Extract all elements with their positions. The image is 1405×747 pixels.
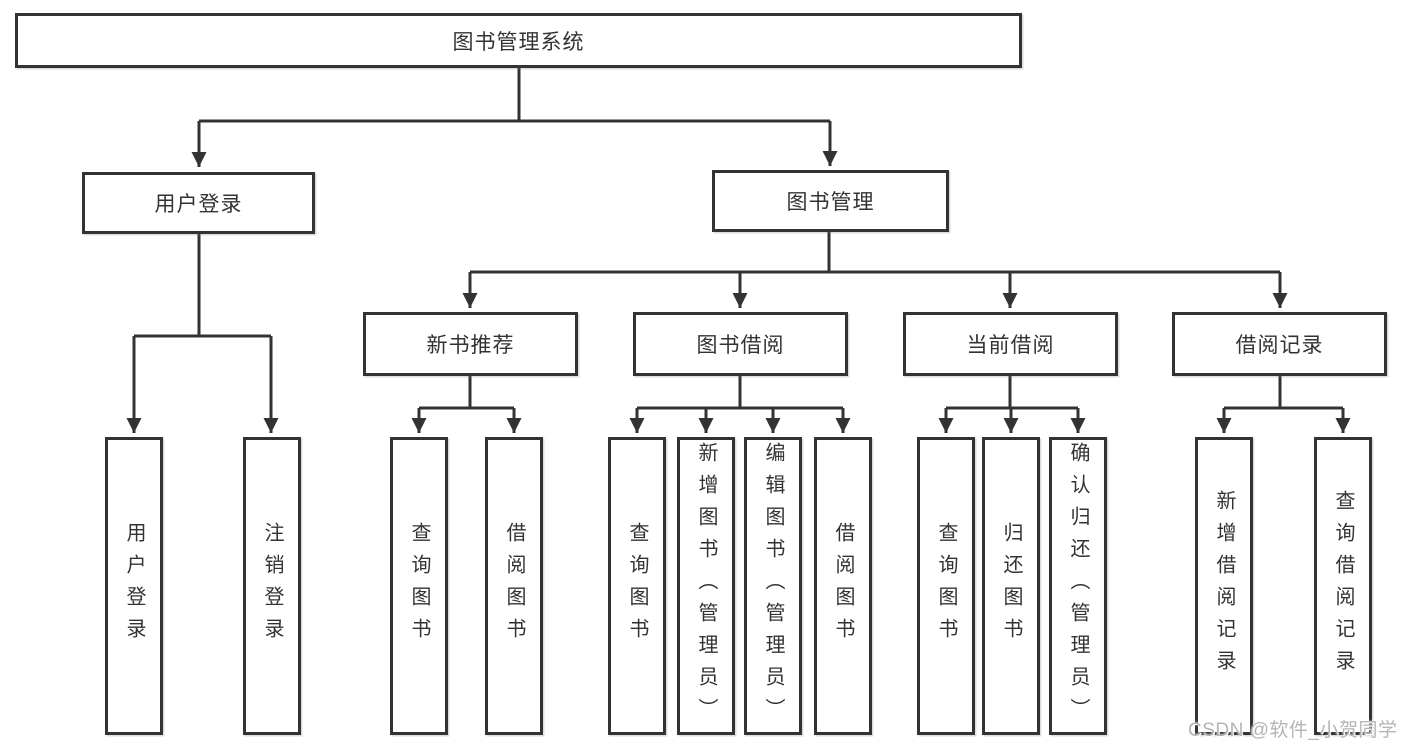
leaf-user-login: 用户登录 [105,437,163,735]
node-borrow-records: 借阅记录 [1172,312,1387,376]
node-current-borrow: 当前借阅 [903,312,1118,376]
connector-root-to-level1 [191,68,838,167]
leaf-label: 确认归还（管理员） [1067,442,1089,730]
node-label: 新书推荐 [426,334,515,357]
node-book-management: 图书管理 [712,170,949,232]
node-label: 图书管理系统 [452,30,585,54]
leaf-logout: 注销登录 [243,437,301,735]
leaf-label: 编辑图书（管理员） [762,442,784,730]
leaf-query-borrow-record: 查询借阅记录 [1314,437,1372,735]
leaf-label: 查询图书 [408,522,430,650]
leaf-label: 注销登录 [261,522,283,650]
node-label: 图书管理 [786,191,875,214]
leaf-borrow-books: 借阅图书 [814,437,872,735]
leaf-query-books-recommend: 查询图书 [390,437,448,735]
connector-borrow-records-children [1216,376,1351,433]
csdn-watermark: CSDN @软件_小贺同学 [1188,720,1398,741]
leaf-label: 查询图书 [935,522,957,650]
leaf-label: 查询借阅记录 [1332,490,1354,682]
node-label: 用户登录 [154,193,243,216]
leaf-borrow-books-recommend: 借阅图书 [485,437,543,735]
leaf-return-books: 归还图书 [982,437,1040,735]
leaf-edit-books-admin: 编辑图书（管理员） [744,437,802,735]
leaf-label: 借阅图书 [503,522,525,650]
connector-current-borrow-children [938,376,1086,433]
leaf-add-borrow-record: 新增借阅记录 [1195,437,1253,735]
leaf-label: 用户登录 [123,522,145,650]
node-user-login: 用户登录 [82,172,315,234]
connector-book-borrow-children [629,376,851,433]
leaf-label: 借阅图书 [832,522,854,650]
connector-book-management-children [462,232,1288,308]
node-book-borrow: 图书借阅 [633,312,848,376]
leaf-add-books-admin: 新增图书（管理员） [677,437,735,735]
node-root-system: 图书管理系统 [15,13,1022,68]
leaf-label: 归还图书 [1000,522,1022,650]
node-new-book-recommend: 新书推荐 [363,312,578,376]
leaf-confirm-return-admin: 确认归还（管理员） [1049,437,1107,735]
connector-new-book-recommend-children [411,376,522,433]
leaf-query-books-current: 查询图书 [917,437,975,735]
node-label: 图书借阅 [696,334,785,357]
node-label: 借阅记录 [1235,334,1324,357]
leaf-label: 查询图书 [626,522,648,650]
node-label: 当前借阅 [966,334,1055,357]
leaf-label: 新增图书（管理员） [695,442,717,730]
leaf-label: 新增借阅记录 [1213,490,1235,682]
leaf-query-books-borrow: 查询图书 [608,437,666,735]
connector-user-login-children [126,234,279,433]
